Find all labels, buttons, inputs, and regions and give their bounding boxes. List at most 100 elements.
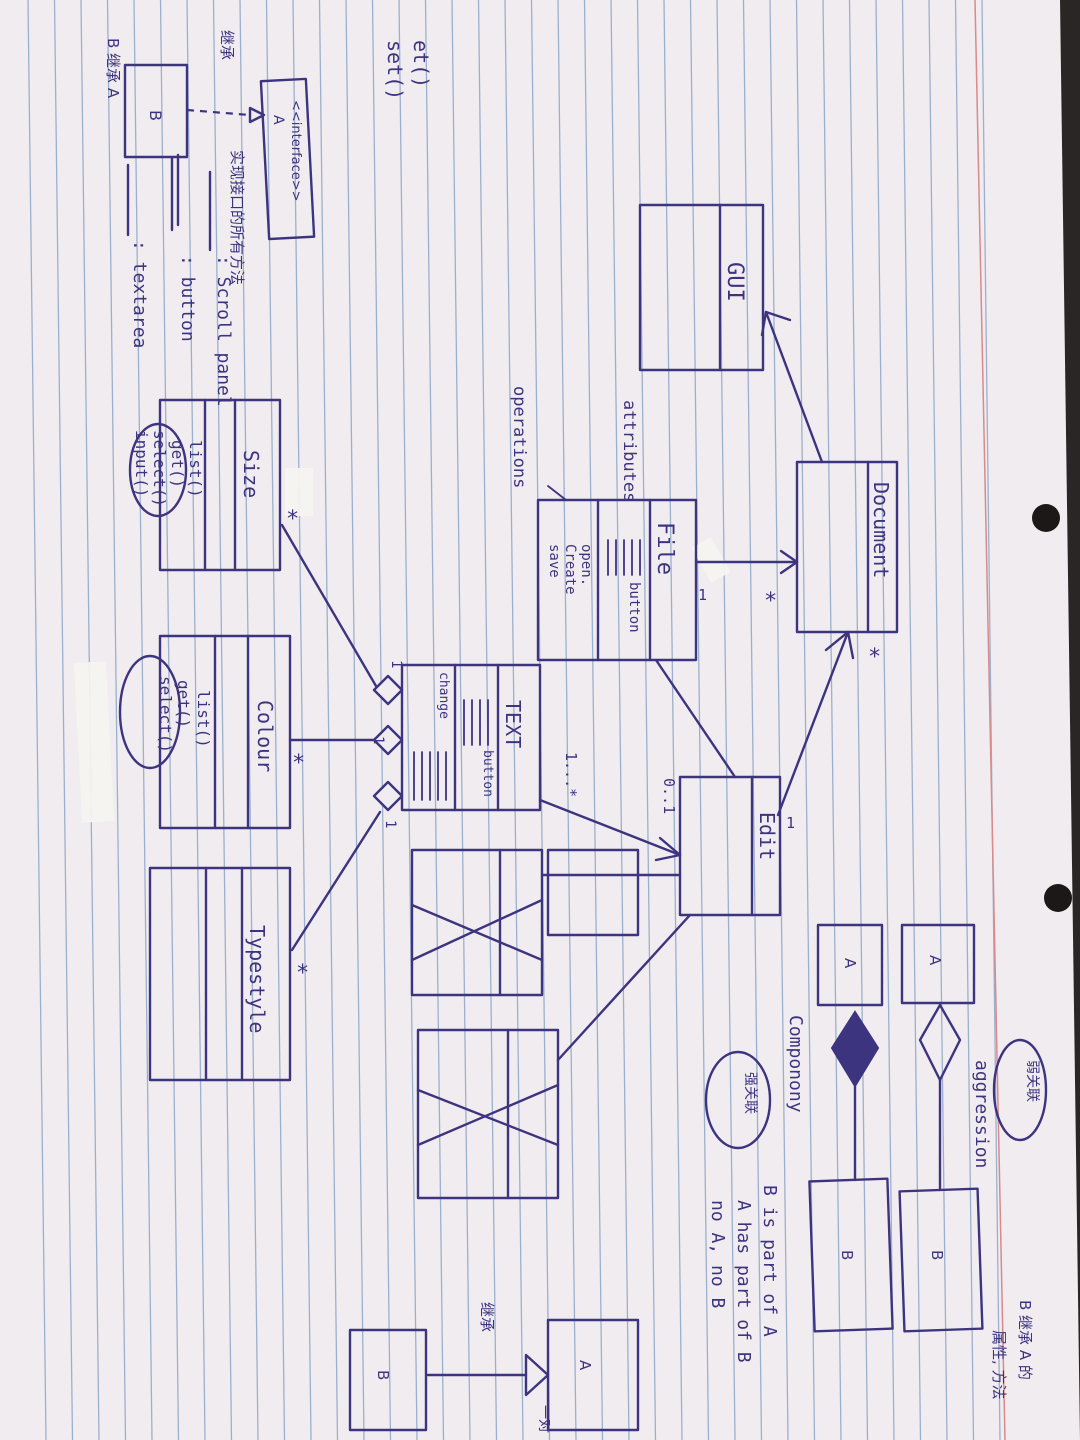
- inherit-b-label: B 继承 A: [104, 38, 122, 99]
- generalization-arrow: [760, 310, 792, 337]
- text-attr-button: button: [480, 750, 495, 797]
- ruled-line: [557, 0, 577, 1440]
- ruled-line: [928, 0, 948, 1440]
- impl-label: 继承: [218, 30, 236, 60]
- class-name-edit: Edit: [755, 812, 779, 860]
- ruled-lines: [27, 0, 1001, 1440]
- colour-op-list: list(): [194, 690, 213, 748]
- interface-name: A: [270, 115, 286, 125]
- ruled-line: [212, 0, 233, 1440]
- association-line: [280, 523, 378, 688]
- tape-piece: [691, 537, 731, 583]
- aggregation-diamond: [372, 780, 404, 812]
- margin-line: [974, 0, 1006, 1440]
- tape-piece: [73, 661, 115, 823]
- ruled-line: [981, 0, 1001, 1440]
- class-box-b-inherit: [348, 1328, 428, 1432]
- ruled-line: [133, 0, 153, 1440]
- class-b-name: B: [146, 110, 165, 121]
- class-box-edit: [678, 775, 782, 917]
- class-box-a-aggr: [900, 923, 976, 1005]
- box-b-label: B: [838, 1250, 856, 1260]
- box-a-label: A: [926, 955, 944, 966]
- class-box-typestyle: [148, 866, 292, 1082]
- ruled-line: [583, 0, 604, 1440]
- ruled-line: [186, 0, 206, 1440]
- size-op-list: list(): [186, 440, 205, 498]
- ruled-line: [371, 0, 392, 1440]
- ruled-line: [795, 0, 816, 1440]
- multiplicity: 1: [370, 736, 386, 744]
- ruled-line: [689, 0, 710, 1440]
- ruled-line: [848, 0, 869, 1440]
- multiplicity: 1: [698, 586, 707, 604]
- highlight-circle: [118, 654, 182, 770]
- class-box-b-comp: [808, 1177, 894, 1333]
- circled-comp-text: 强关联: [742, 1072, 758, 1114]
- class-name-gui: GUI: [722, 262, 747, 302]
- ruled-line: [822, 0, 842, 1440]
- class-box-a-comp: [816, 923, 884, 1007]
- ruled-line: [345, 0, 365, 1440]
- ruled-line: [27, 0, 47, 1440]
- size-op-get: get(): [168, 440, 187, 488]
- generalization-line: [764, 310, 824, 464]
- class-box-b-aggr: [898, 1187, 984, 1333]
- colour-op-select: select(): [156, 676, 175, 753]
- file-op-open: open.: [578, 544, 594, 586]
- binder-hole: [1032, 504, 1060, 532]
- ruled-line: [663, 0, 683, 1440]
- inherit-note: 继承: [478, 1302, 496, 1332]
- inherit-note-b: B 继承 A 的: [1016, 1300, 1034, 1380]
- association-arrow: [824, 630, 855, 660]
- b-is-part-label: B is part of A: [759, 1185, 780, 1337]
- circled-note: [992, 1038, 1048, 1142]
- ruled-line: [159, 0, 180, 1440]
- class-name-typestyle: Typestyle: [245, 925, 269, 1033]
- ruled-line: [398, 0, 418, 1440]
- multiplicity: *: [286, 507, 299, 532]
- class-name-size: Size: [239, 450, 263, 498]
- interface-stereotype: <<interface>>: [288, 100, 303, 202]
- file-button-marks: [607, 539, 641, 576]
- box-b-label: B: [928, 1250, 946, 1260]
- class-name-document: Document: [869, 482, 893, 578]
- file-attr-button: button: [626, 582, 642, 633]
- text-button-marks: [413, 699, 489, 801]
- componony-label: Componony: [785, 1015, 806, 1113]
- ruled-line: [292, 0, 312, 1440]
- multiplicity: 1: [388, 660, 404, 668]
- crossed-box: [416, 1028, 560, 1200]
- ruled-line: [504, 0, 524, 1440]
- no-a-no-b-label: no A, no B: [707, 1200, 728, 1308]
- ruled-line: [875, 0, 895, 1440]
- association-line: [654, 658, 737, 779]
- highlight-circle: [128, 422, 188, 518]
- generalization-line: [776, 630, 850, 817]
- tape-piece: [285, 468, 313, 516]
- text-op-change: change: [436, 672, 451, 719]
- box-b-label: B: [374, 1370, 392, 1380]
- realization-line: [186, 108, 251, 117]
- circled-note: [704, 1050, 772, 1150]
- ruled-line: [106, 0, 127, 1440]
- interface-note: 实现接口的所有方法: [228, 150, 246, 285]
- class-box-text: [400, 663, 542, 812]
- ruled-line: [424, 0, 445, 1440]
- annotation-line: [547, 485, 567, 501]
- ruled-line: [451, 0, 471, 1440]
- multiplicity: *: [292, 751, 305, 776]
- legend-button: : button: [177, 255, 198, 342]
- size-op-select: select(): [150, 430, 169, 507]
- inherit-note-c: 属性, 方法: [990, 1330, 1008, 1400]
- attributes-label: attributes: [619, 400, 639, 502]
- legend-textarea: : textarea: [129, 240, 150, 348]
- edge-text: set(): [383, 40, 407, 100]
- one-to-label: 一对: [536, 1405, 552, 1433]
- multiplicity: *: [868, 645, 881, 670]
- class-name-colour: Colour: [253, 700, 277, 772]
- class-name-text: TEXT: [501, 700, 525, 748]
- interface-box: [259, 77, 316, 241]
- crossed-box: [410, 848, 544, 997]
